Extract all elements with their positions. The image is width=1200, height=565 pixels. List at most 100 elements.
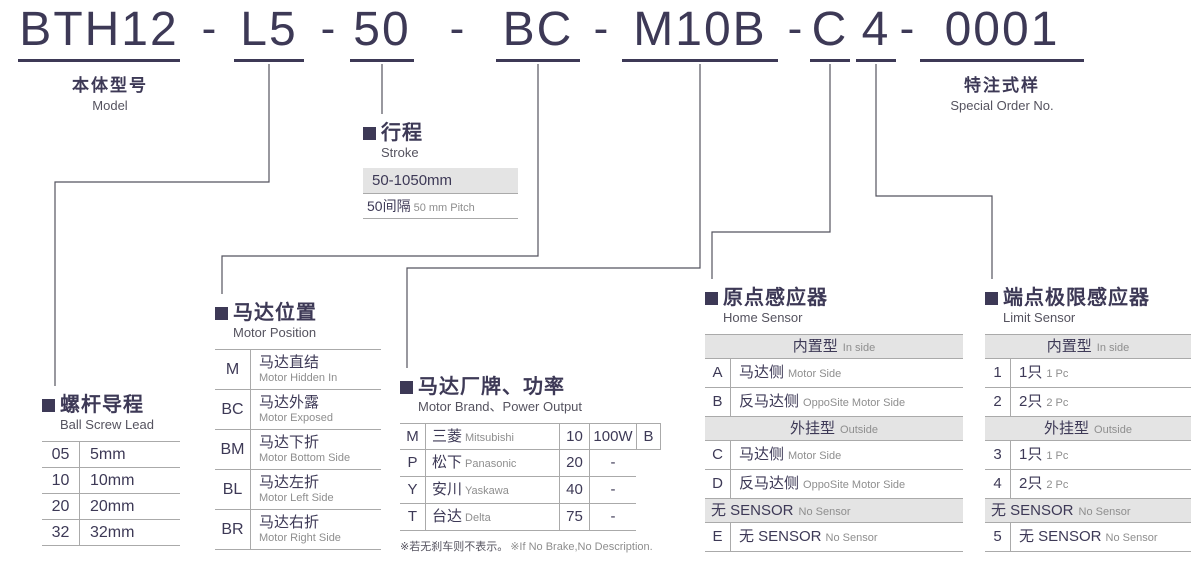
motor-position-section-header: 马达位置 Motor Position bbox=[215, 296, 381, 341]
ball-screw-section: 螺杆导程 Ball Screw Lead 05 5mm 10 10mm 20 2… bbox=[42, 388, 180, 546]
desc-en: 2 Pc bbox=[1046, 397, 1069, 409]
desc-zh: 2只 bbox=[1019, 475, 1043, 492]
stroke-pitch-zh: 50间隔 bbox=[367, 198, 411, 214]
code-cell: 3 bbox=[985, 441, 1011, 469]
desc-zh: 反马达侧 bbox=[739, 475, 800, 492]
home-sensor-title-zh: 原点感应器 bbox=[723, 287, 828, 309]
stroke-range: 50-1050mm bbox=[363, 168, 518, 193]
desc-zh: 1只 bbox=[1019, 446, 1043, 463]
desc-zh: 马达侧 bbox=[739, 446, 785, 463]
desc-en: OppoSite Motor Side bbox=[803, 397, 906, 409]
desc-en: Motor Exposed bbox=[259, 412, 333, 424]
desc-en: Motor Bottom Side bbox=[259, 452, 351, 464]
desc-zh: 马达左折 bbox=[259, 474, 320, 491]
brake-cell bbox=[636, 477, 661, 504]
group-header-zh: 外挂型 bbox=[1044, 420, 1090, 437]
desc-zh: 反马达侧 bbox=[739, 393, 800, 410]
stroke-section-header: 行程 Stroke bbox=[363, 116, 518, 161]
code-cell: M bbox=[400, 423, 426, 450]
value-cell: 32mm bbox=[90, 524, 135, 541]
model-label-zh: 本体型号 bbox=[72, 76, 148, 95]
group-header-en: In side bbox=[842, 342, 876, 354]
value-cell: 10mm bbox=[90, 472, 135, 489]
table-row: BL 马达左折 Motor Left Side bbox=[215, 470, 381, 510]
brand-zh: 松下 bbox=[432, 454, 463, 471]
section-bullet-icon bbox=[215, 307, 228, 320]
ball-screw-table: 05 5mm 10 10mm 20 20mm 32 32mm bbox=[42, 441, 180, 546]
motor-brand-title-zh: 马达厂牌、功率 bbox=[418, 376, 565, 398]
stroke-title-zh: 行程 bbox=[381, 122, 423, 144]
section-bullet-icon bbox=[400, 381, 413, 394]
section-bullet-icon bbox=[42, 399, 55, 412]
brake-footnote-en: ※If No Brake,No Description. bbox=[510, 541, 653, 553]
desc-en: Motor Side bbox=[788, 368, 842, 380]
desc-cell: 马达外露 Motor Exposed bbox=[251, 390, 333, 429]
brake-footnote-zh: ※若无刹车则不表示。 bbox=[400, 541, 509, 553]
desc-en: 1 Pc bbox=[1046, 368, 1069, 380]
desc-zh: 1只 bbox=[1019, 364, 1043, 381]
desc-en: Motor Side bbox=[788, 450, 842, 462]
power-code-cell: 40 bbox=[560, 477, 590, 504]
model-segment-motor: M10B bbox=[622, 2, 778, 62]
model-segment-motor-position: BC bbox=[496, 2, 580, 62]
section-bullet-icon bbox=[705, 292, 718, 305]
desc-zh: 无 SENSOR bbox=[739, 528, 822, 545]
ball-screw-title-zh: 螺杆导程 bbox=[60, 394, 144, 416]
group-header-en: Outside bbox=[1094, 424, 1132, 436]
code-cell: P bbox=[400, 450, 426, 477]
model-separator: - bbox=[201, 4, 217, 53]
desc-zh: 马达下折 bbox=[259, 434, 320, 451]
code-cell: E bbox=[705, 523, 731, 551]
code-cell: BC bbox=[215, 390, 251, 429]
desc-zh: 马达右折 bbox=[259, 514, 320, 531]
desc-cell: 马达直结 Motor Hidden In bbox=[251, 350, 337, 389]
stroke-pitch-en: 50 mm Pitch bbox=[413, 202, 475, 214]
code-cell: 2 bbox=[985, 388, 1011, 416]
group-header-en: No Sensor bbox=[1078, 506, 1131, 518]
power-code-cell: 10 bbox=[560, 423, 590, 450]
special-order-label: 特注式样 Special Order No. bbox=[912, 71, 1092, 113]
desc-zh: 马达外露 bbox=[259, 394, 320, 411]
desc-zh: 马达侧 bbox=[739, 364, 785, 381]
brand-en: Yaskawa bbox=[465, 485, 509, 497]
motor-position-title-zh: 马达位置 bbox=[233, 302, 317, 324]
group-header-en: In side bbox=[1096, 342, 1130, 354]
group-header-en: Outside bbox=[840, 424, 878, 436]
model-separator: - bbox=[787, 4, 803, 53]
code-cell: 32 bbox=[42, 520, 80, 545]
model-separator: - bbox=[593, 4, 609, 53]
desc-en: Motor Left Side bbox=[259, 492, 334, 504]
desc-zh: 无 SENSOR bbox=[1019, 528, 1102, 545]
group-header-zh: 无 SENSOR bbox=[711, 502, 794, 519]
table-row: M 马达直结 Motor Hidden In bbox=[215, 350, 381, 390]
brand-zh: 三菱 bbox=[432, 428, 463, 445]
code-cell: 05 bbox=[42, 442, 80, 467]
model-segment-lead: L5 bbox=[234, 2, 304, 62]
brand-zh: 安川 bbox=[432, 481, 463, 498]
special-order-label-en: Special Order No. bbox=[950, 98, 1054, 113]
